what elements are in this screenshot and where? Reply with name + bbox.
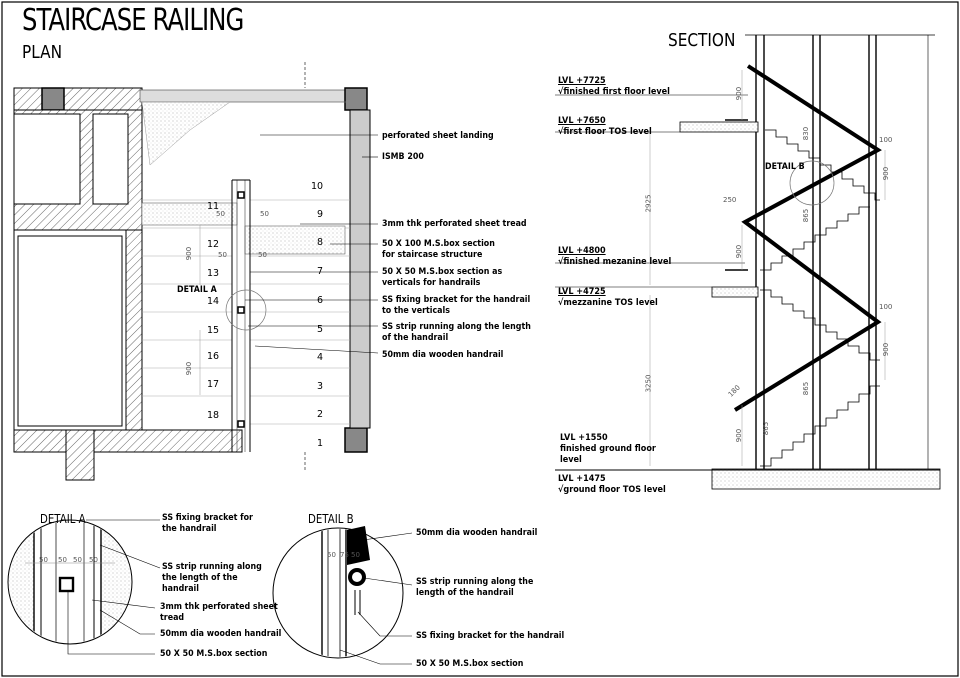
section-level-7650: LVL +7650√first floor TOS level bbox=[558, 116, 652, 137]
plan-dim-50: 50 bbox=[260, 210, 269, 218]
detail-b-dim: 50 bbox=[351, 551, 360, 559]
plan-dim-900: 900 bbox=[185, 246, 194, 261]
step-number: 9 bbox=[317, 209, 324, 220]
step-number: 8 bbox=[317, 237, 324, 248]
plan-label: PLAN bbox=[22, 42, 63, 63]
plan-callout-landing: perforated sheet landing bbox=[382, 131, 494, 141]
section-level-1475: LVL +1475√ground floor TOS level bbox=[558, 474, 666, 495]
plan-callout-tread: 3mm thk perforated sheet tread bbox=[382, 219, 527, 229]
step-number: 12 bbox=[207, 239, 220, 250]
detail-a-callout-tread: 3mm thk perforated sheet tread bbox=[160, 602, 278, 623]
step-number: 13 bbox=[207, 268, 220, 279]
detail-a-title: DETAIL A bbox=[40, 512, 86, 526]
detail-a-callout-box: 50 X 50 M.S.box section bbox=[160, 649, 268, 659]
drawing-title: STAIRCASE RAILING bbox=[22, 3, 244, 38]
section-level-7725: LVL +7725√finished first floor level bbox=[558, 76, 670, 97]
section-dim: 830 bbox=[802, 126, 811, 141]
step-number: 5 bbox=[317, 324, 324, 335]
plan-dim-50: 50 bbox=[218, 251, 227, 259]
section-dim: 900 bbox=[882, 166, 891, 181]
detail-a-dim: 50 bbox=[89, 556, 98, 564]
plan-callout-box50: 50 X 50 M.S.box section as verticals for… bbox=[382, 267, 503, 288]
section-dim: 250 bbox=[723, 196, 737, 204]
detail-a-callout-bracket: SS fixing bracket for the handrail bbox=[162, 513, 253, 534]
section-dim: 865 bbox=[802, 381, 811, 396]
plan-detail-a-tag: DETAIL A bbox=[177, 285, 217, 295]
step-number: 2 bbox=[317, 409, 324, 420]
section-dim: 900 bbox=[882, 342, 891, 357]
detail-b-callout-strip: SS strip running along the length of the… bbox=[416, 577, 534, 598]
detail-a-marker bbox=[225, 289, 267, 331]
detail-a-dim: 50 bbox=[73, 556, 82, 564]
plan-callout-bracket: SS fixing bracket for the handrail to th… bbox=[382, 295, 531, 316]
plan-dim-50: 50 bbox=[258, 251, 267, 259]
detail-b-title: DETAIL B bbox=[308, 512, 354, 526]
detail-b-dim: 50 bbox=[327, 551, 336, 559]
step-number: 7 bbox=[317, 266, 324, 277]
detail-b-callout-box: 50 X 50 M.S.box section bbox=[416, 659, 524, 669]
section-dim: 900 bbox=[735, 428, 744, 443]
section-level-4725: LVL +4725√mezzanine TOS level bbox=[558, 287, 658, 308]
plan-callout-strip: SS strip running along the length of the… bbox=[382, 322, 531, 343]
plan-callout-box100: 50 X 100 M.S.box section for staircase s… bbox=[382, 239, 495, 260]
detail-b-callout-bracket: SS fixing bracket for the handrail bbox=[416, 631, 565, 641]
plan-dim-50: 50 bbox=[216, 210, 225, 218]
section-dim: 865 bbox=[762, 421, 771, 436]
step-number: 4 bbox=[317, 352, 324, 363]
detail-a-dim: 50 bbox=[39, 556, 48, 564]
step-number: 1 bbox=[317, 438, 324, 449]
detail-a-callout-handrail: 50mm dia wooden handrail bbox=[160, 629, 282, 639]
step-number: 6 bbox=[317, 295, 324, 306]
section-dim: 2925 bbox=[644, 194, 653, 213]
detail-a-drawing bbox=[7, 519, 161, 655]
step-number: 15 bbox=[207, 325, 220, 336]
section-dim: 865 bbox=[802, 208, 811, 223]
section-dim: 900 bbox=[735, 86, 744, 101]
plan-callout-handrail: 50mm dia wooden handrail bbox=[382, 350, 504, 360]
detail-b-dim: 75 bbox=[340, 551, 349, 559]
section-handrail bbox=[733, 64, 882, 412]
section-detail-b-tag: DETAIL B bbox=[765, 162, 805, 172]
detail-b-drawing bbox=[272, 526, 413, 665]
step-number: 16 bbox=[207, 351, 220, 362]
section-dim: 3250 bbox=[644, 374, 653, 393]
detail-b-callout-handrail: 50mm dia wooden handrail bbox=[416, 528, 538, 538]
section-level-4800: LVL +4800√finished mezanine level bbox=[558, 246, 672, 267]
step-number: 17 bbox=[207, 379, 220, 390]
step-number: 10 bbox=[311, 181, 324, 192]
plan-drawing bbox=[13, 62, 379, 481]
step-number: 3 bbox=[317, 381, 324, 392]
section-dim: 900 bbox=[735, 244, 744, 259]
section-label: SECTION bbox=[668, 30, 736, 51]
plan-dim-900: 900 bbox=[185, 361, 194, 376]
step-number: 14 bbox=[207, 296, 220, 307]
section-drawing bbox=[555, 34, 941, 490]
section-dim: 100 bbox=[879, 303, 893, 311]
section-dim: 100 bbox=[879, 136, 893, 144]
plan-callout-ismb: ISMB 200 bbox=[382, 152, 424, 162]
step-number: 11 bbox=[207, 201, 220, 212]
detail-b-marker bbox=[789, 160, 835, 206]
detail-a-dim: 50 bbox=[58, 556, 67, 564]
step-number: 18 bbox=[207, 410, 220, 421]
detail-a-callout-strip: SS strip running along the length of the… bbox=[162, 562, 262, 594]
